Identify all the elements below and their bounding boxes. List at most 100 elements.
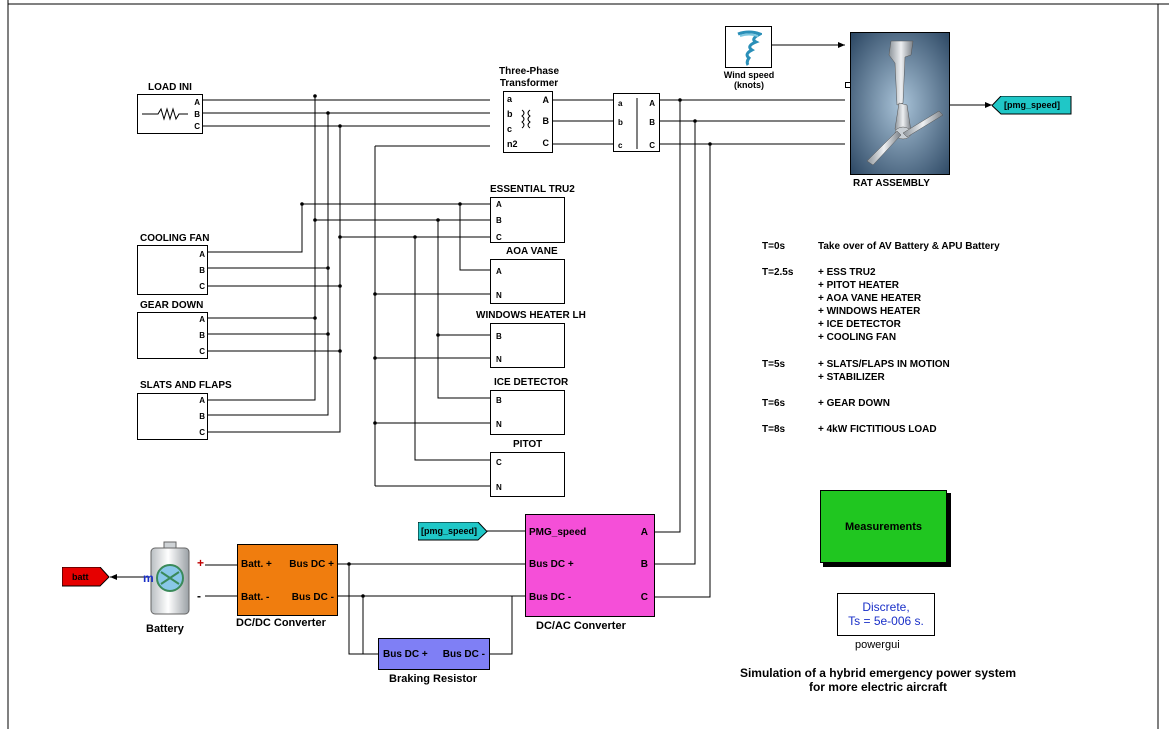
timeline-t5-event: + STABILIZER — [818, 371, 885, 384]
gear-down-block[interactable]: A B C — [137, 312, 208, 359]
dcdc-in-minus: Batt. - — [241, 593, 269, 602]
port-a: A — [199, 315, 205, 324]
cooling-fan-label: COOLING FAN — [140, 233, 209, 245]
wind-speed-block[interactable] — [725, 26, 772, 68]
timeline-t25-event: + AOA VANE HEATER — [818, 292, 921, 305]
timeline-t5-event: + SLATS/FLAPS IN MOTION — [818, 358, 950, 371]
resistor-icon — [138, 107, 193, 121]
dcac-out-b: B — [641, 560, 648, 569]
timeline-t25-event: + ICE DETECTOR — [818, 318, 901, 331]
load-ini-label: LOAD INI — [148, 82, 192, 94]
pitot-block[interactable]: C N — [490, 452, 565, 497]
port-b: B — [496, 396, 502, 405]
dcdc-out-plus: Bus DC + — [289, 560, 334, 569]
transformer-coil-icon — [516, 108, 540, 136]
pitot-label: PITOT — [513, 439, 542, 451]
measurements-block[interactable]: Measurements — [820, 490, 947, 563]
timeline-t25-event: + COOLING FAN — [818, 331, 896, 344]
dcdc-converter-block[interactable]: Batt. + Batt. - Bus DC + Bus DC - — [237, 544, 338, 616]
port-b: B — [199, 412, 205, 421]
timeline-t6-time: T=6s — [762, 397, 785, 410]
port-c: C — [199, 428, 205, 437]
batt-goto-label: batt — [72, 571, 89, 583]
pmg-speed-from-label: [pmg_speed] — [421, 525, 477, 537]
port-n2-in: n2 — [507, 140, 518, 149]
rat-turbine-image — [851, 33, 950, 175]
slats-flaps-block[interactable]: A B C — [137, 393, 208, 440]
dcac-converter-block[interactable]: PMG_speed Bus DC + Bus DC - A B C — [525, 514, 655, 617]
port-c-in: c — [507, 125, 512, 134]
three-phase-breaker-block[interactable]: a b c A B C — [613, 93, 660, 152]
port-b: B — [496, 216, 502, 225]
load-ini-block[interactable]: A B C — [137, 94, 203, 134]
timeline-t25-event: + WINDOWS HEATER — [818, 305, 920, 318]
dcdc-out-minus: Bus DC - — [292, 593, 334, 602]
timeline-t25-time: T=2.5s — [762, 266, 793, 279]
battery-minus: - — [197, 590, 201, 602]
ess-tru2-block[interactable]: A B C — [490, 197, 565, 243]
timeline-t8-event: + 4kW FICTITIOUS LOAD — [818, 423, 937, 436]
port-c: C — [194, 122, 200, 131]
timeline-t0-event: Take over of AV Battery & APU Battery — [818, 240, 1000, 253]
timeline-t0-time: T=0s — [762, 240, 785, 253]
port-c: C — [496, 458, 502, 467]
timeline-t8-time: T=8s — [762, 423, 785, 436]
timeline-t5-time: T=5s — [762, 358, 785, 371]
tornado-icon — [736, 30, 762, 66]
diagram-title-line-1: Simulation of a hybrid emergency power s… — [700, 666, 1056, 680]
braking-resistor-block[interactable]: Bus DC + Bus DC - — [378, 638, 490, 670]
dcac-in-plus: Bus DC + — [529, 560, 574, 569]
battery-label: Battery — [146, 623, 184, 635]
measurements-label: Measurements — [845, 521, 922, 533]
timeline-t25-event: + PITOT HEATER — [818, 279, 899, 292]
rat-assembly-label: RAT ASSEMBLY — [853, 178, 930, 190]
port-c: C — [496, 233, 502, 242]
battery-plus: + — [197, 557, 204, 569]
powergui-block[interactable]: Discrete, Ts = 5e-006 s. — [837, 593, 935, 636]
powergui-label: powergui — [855, 639, 900, 651]
port-b: B — [496, 332, 502, 341]
port-b: B — [199, 331, 205, 340]
port-a: A — [199, 250, 205, 259]
rat-assembly-block[interactable] — [850, 32, 950, 175]
port-n: N — [496, 483, 502, 492]
port-b-out: B — [543, 117, 550, 126]
port-b-in: b — [507, 110, 513, 119]
dcac-out-c: C — [641, 593, 648, 602]
port-c: C — [199, 282, 205, 291]
braking-label: Braking Resistor — [389, 673, 477, 685]
port-a-in: a — [507, 95, 512, 104]
port-n: N — [496, 291, 502, 300]
pmg-speed-goto-label: [pmg_speed] — [1004, 99, 1060, 111]
windows-heater-block[interactable]: B N — [490, 323, 565, 368]
powergui-line-1: Discrete, — [838, 600, 934, 614]
aoa-vane-block[interactable]: A N — [490, 259, 565, 304]
dcac-in-minus: Bus DC - — [529, 593, 571, 602]
port-n: N — [496, 355, 502, 364]
port-c: C — [199, 347, 205, 356]
ess-tru2-label: ESSENTIAL TRU2 — [490, 184, 575, 196]
transformer-label-1: Three-Phase — [494, 66, 564, 78]
aoa-vane-label: AOA VANE — [506, 246, 558, 258]
transformer-block[interactable]: a b c n2 A B C — [503, 91, 553, 153]
timeline-t6-event: + GEAR DOWN — [818, 397, 890, 410]
cooling-fan-block[interactable]: A B C — [137, 245, 208, 295]
port-b: B — [199, 266, 205, 275]
diagram-title-line-2: for more electric aircraft — [700, 680, 1056, 694]
dcac-out-a: A — [641, 528, 648, 537]
ice-detector-block[interactable]: B N — [490, 390, 565, 435]
dcdc-label: DC/DC Converter — [236, 617, 326, 629]
port-b: B — [194, 110, 200, 119]
port-a-out: A — [543, 96, 550, 105]
timeline-t25-event: + ESS TRU2 — [818, 266, 876, 279]
port-a: A — [496, 267, 502, 276]
dcdc-in-plus: Batt. + — [241, 560, 272, 569]
port-c-out: C — [543, 139, 550, 148]
transformer-label-2: Transformer — [494, 78, 564, 90]
battery-m-port: m — [143, 572, 154, 584]
gear-down-label: GEAR DOWN — [140, 300, 203, 312]
port-a: A — [199, 396, 205, 405]
braking-right-port: Bus DC - — [443, 650, 485, 659]
powergui-line-2: Ts = 5e-006 s. — [838, 614, 934, 628]
